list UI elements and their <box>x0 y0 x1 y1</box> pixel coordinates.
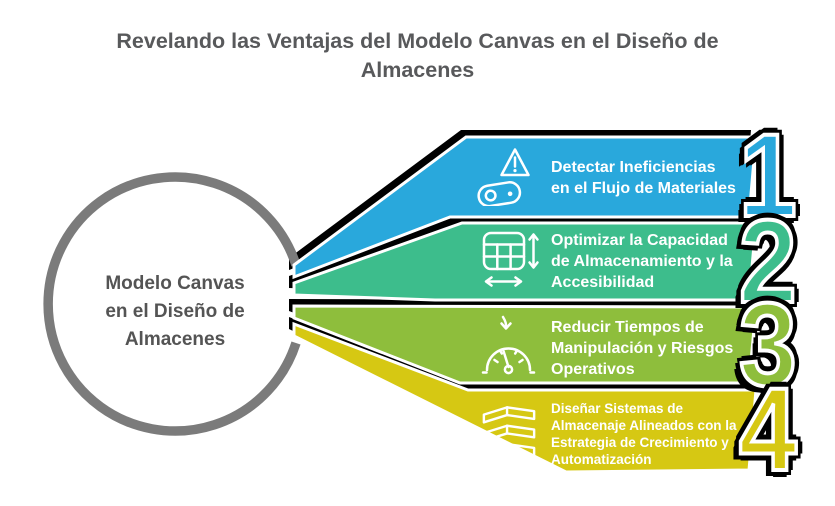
circle-ring <box>43 172 301 436</box>
band-2-text: Optimizar la Capacidad de Almacenamiento… <box>551 232 733 291</box>
speedometer-icon <box>476 314 540 383</box>
band-2-number: 2 <box>737 196 798 328</box>
band-1-number: 1 <box>737 110 798 242</box>
page-title: Revelando las Ventajas del Modelo Canvas… <box>0 27 835 85</box>
stacked-shelves-icon <box>480 402 538 467</box>
page-title-line-1: Revelando las Ventajas del Modelo Canvas… <box>116 29 719 53</box>
warning-roller-icon <box>474 142 536 211</box>
band-4-shape <box>292 321 758 474</box>
band-3-text: Reducir Tiempos de Manipulación y Riesgo… <box>551 319 734 378</box>
band-4-number: 4 <box>737 364 798 496</box>
grid-dimensions-icon <box>482 231 542 294</box>
band-4-text: Diseñar Sistemas de Almacenaje Alineados… <box>551 401 737 467</box>
band-3-shape <box>292 304 758 385</box>
page-title-line-2: Almacenes <box>360 58 475 82</box>
center-label: Modelo Canvas en el Diseño de Almacenes <box>105 273 245 350</box>
band-1-shape <box>292 135 758 280</box>
band-1-text: Detectar Ineficiencias en el Flujo de Ma… <box>551 159 736 197</box>
band-3-number: 3 <box>737 279 798 411</box>
